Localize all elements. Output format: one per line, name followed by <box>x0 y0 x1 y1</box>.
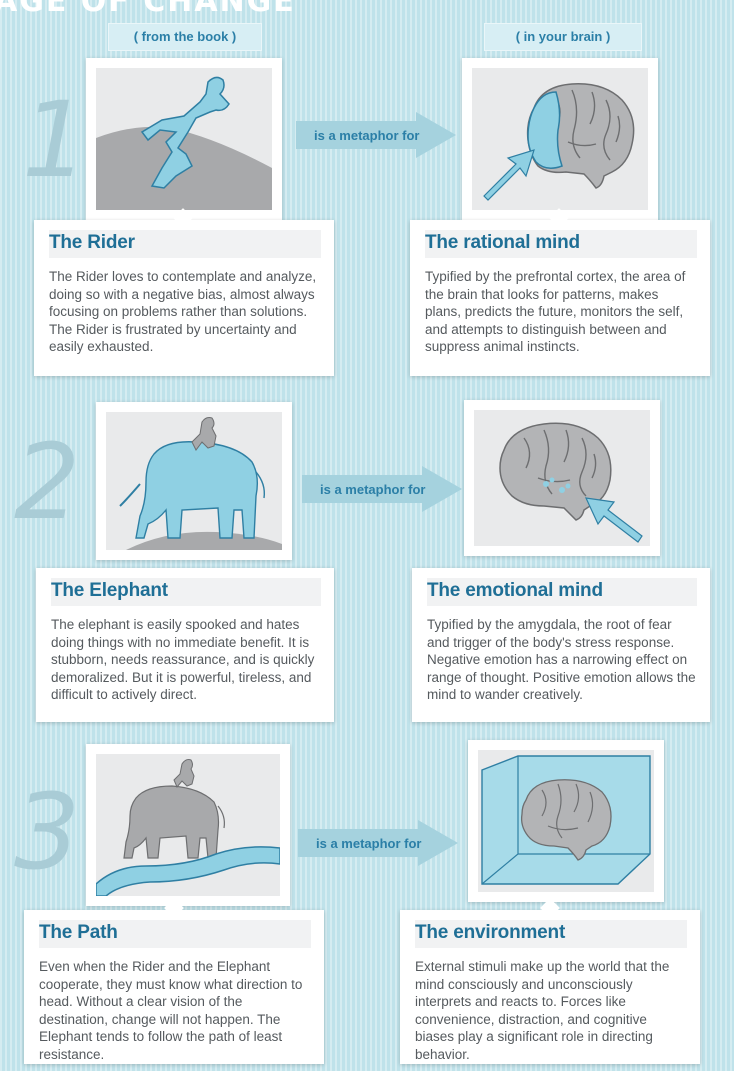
environment-card: The environment External stimuli make up… <box>400 898 700 1064</box>
rational-mind-description: Typified by the prefrontal cortex, the a… <box>425 269 686 354</box>
elephant-illustration-frame <box>96 402 292 560</box>
in-your-brain-tag: ( in your brain ) <box>484 23 642 51</box>
rational-mind-title: The rational mind <box>425 230 697 258</box>
from-the-book-tag: ( from the book ) <box>108 23 262 51</box>
metaphor-arrow-2: is a metaphor for <box>302 466 462 512</box>
row-3-number: 3 <box>14 771 81 893</box>
amygdala-brain-icon <box>474 410 650 546</box>
emotional-mind-card: The emotional mind Typified by the amygd… <box>412 568 710 722</box>
elephant-title: The Elephant <box>51 578 321 606</box>
path-description: Even when the Rider and the Elephant coo… <box>39 959 303 1062</box>
brain-in-box-icon <box>478 750 654 892</box>
metaphor-label-1: is a metaphor for <box>314 127 420 143</box>
path-illustration-frame <box>86 744 290 906</box>
row-1-number: 1 <box>22 79 89 201</box>
emotional-mind-description: Typified by the amygdala, the root of fe… <box>427 617 696 702</box>
top-banner-strip: AGE OF CHANGE <box>0 0 734 14</box>
environment-illustration-frame <box>468 740 664 902</box>
rider-description: The Rider loves to contemplate and analy… <box>49 269 317 354</box>
path-card: The Path Even when the Rider and the Ele… <box>24 898 324 1064</box>
metaphor-label-2: is a metaphor for <box>320 481 426 497</box>
path-icon <box>96 754 280 896</box>
metaphor-label-3: is a metaphor for <box>316 835 422 851</box>
rider-title: The Rider <box>49 230 321 258</box>
environment-title: The environment <box>415 920 687 948</box>
rider-card: The Rider The Rider loves to contemplate… <box>34 208 334 376</box>
path-title: The Path <box>39 920 311 948</box>
elephant-icon <box>106 412 282 550</box>
metaphor-arrow-3: is a metaphor for <box>298 820 458 866</box>
emotional-brain-illustration-frame <box>464 400 660 556</box>
elephant-description: The elephant is easily spooked and hates… <box>51 617 315 702</box>
rider-icon <box>96 68 272 210</box>
emotional-mind-title: The emotional mind <box>427 578 697 606</box>
row-2-number: 2 <box>14 421 81 543</box>
prefrontal-brain-icon <box>472 68 648 210</box>
rider-illustration-frame <box>86 58 282 220</box>
environment-description: External stimuli make up the world that … <box>415 959 670 1062</box>
elephant-card: The Elephant The elephant is easily spoo… <box>36 568 334 722</box>
metaphor-arrow-1: is a metaphor for <box>296 112 456 158</box>
top-banner-text: AGE OF CHANGE <box>0 0 296 14</box>
rational-mind-card: The rational mind Typified by the prefro… <box>410 208 710 376</box>
rational-brain-illustration-frame <box>462 58 658 220</box>
